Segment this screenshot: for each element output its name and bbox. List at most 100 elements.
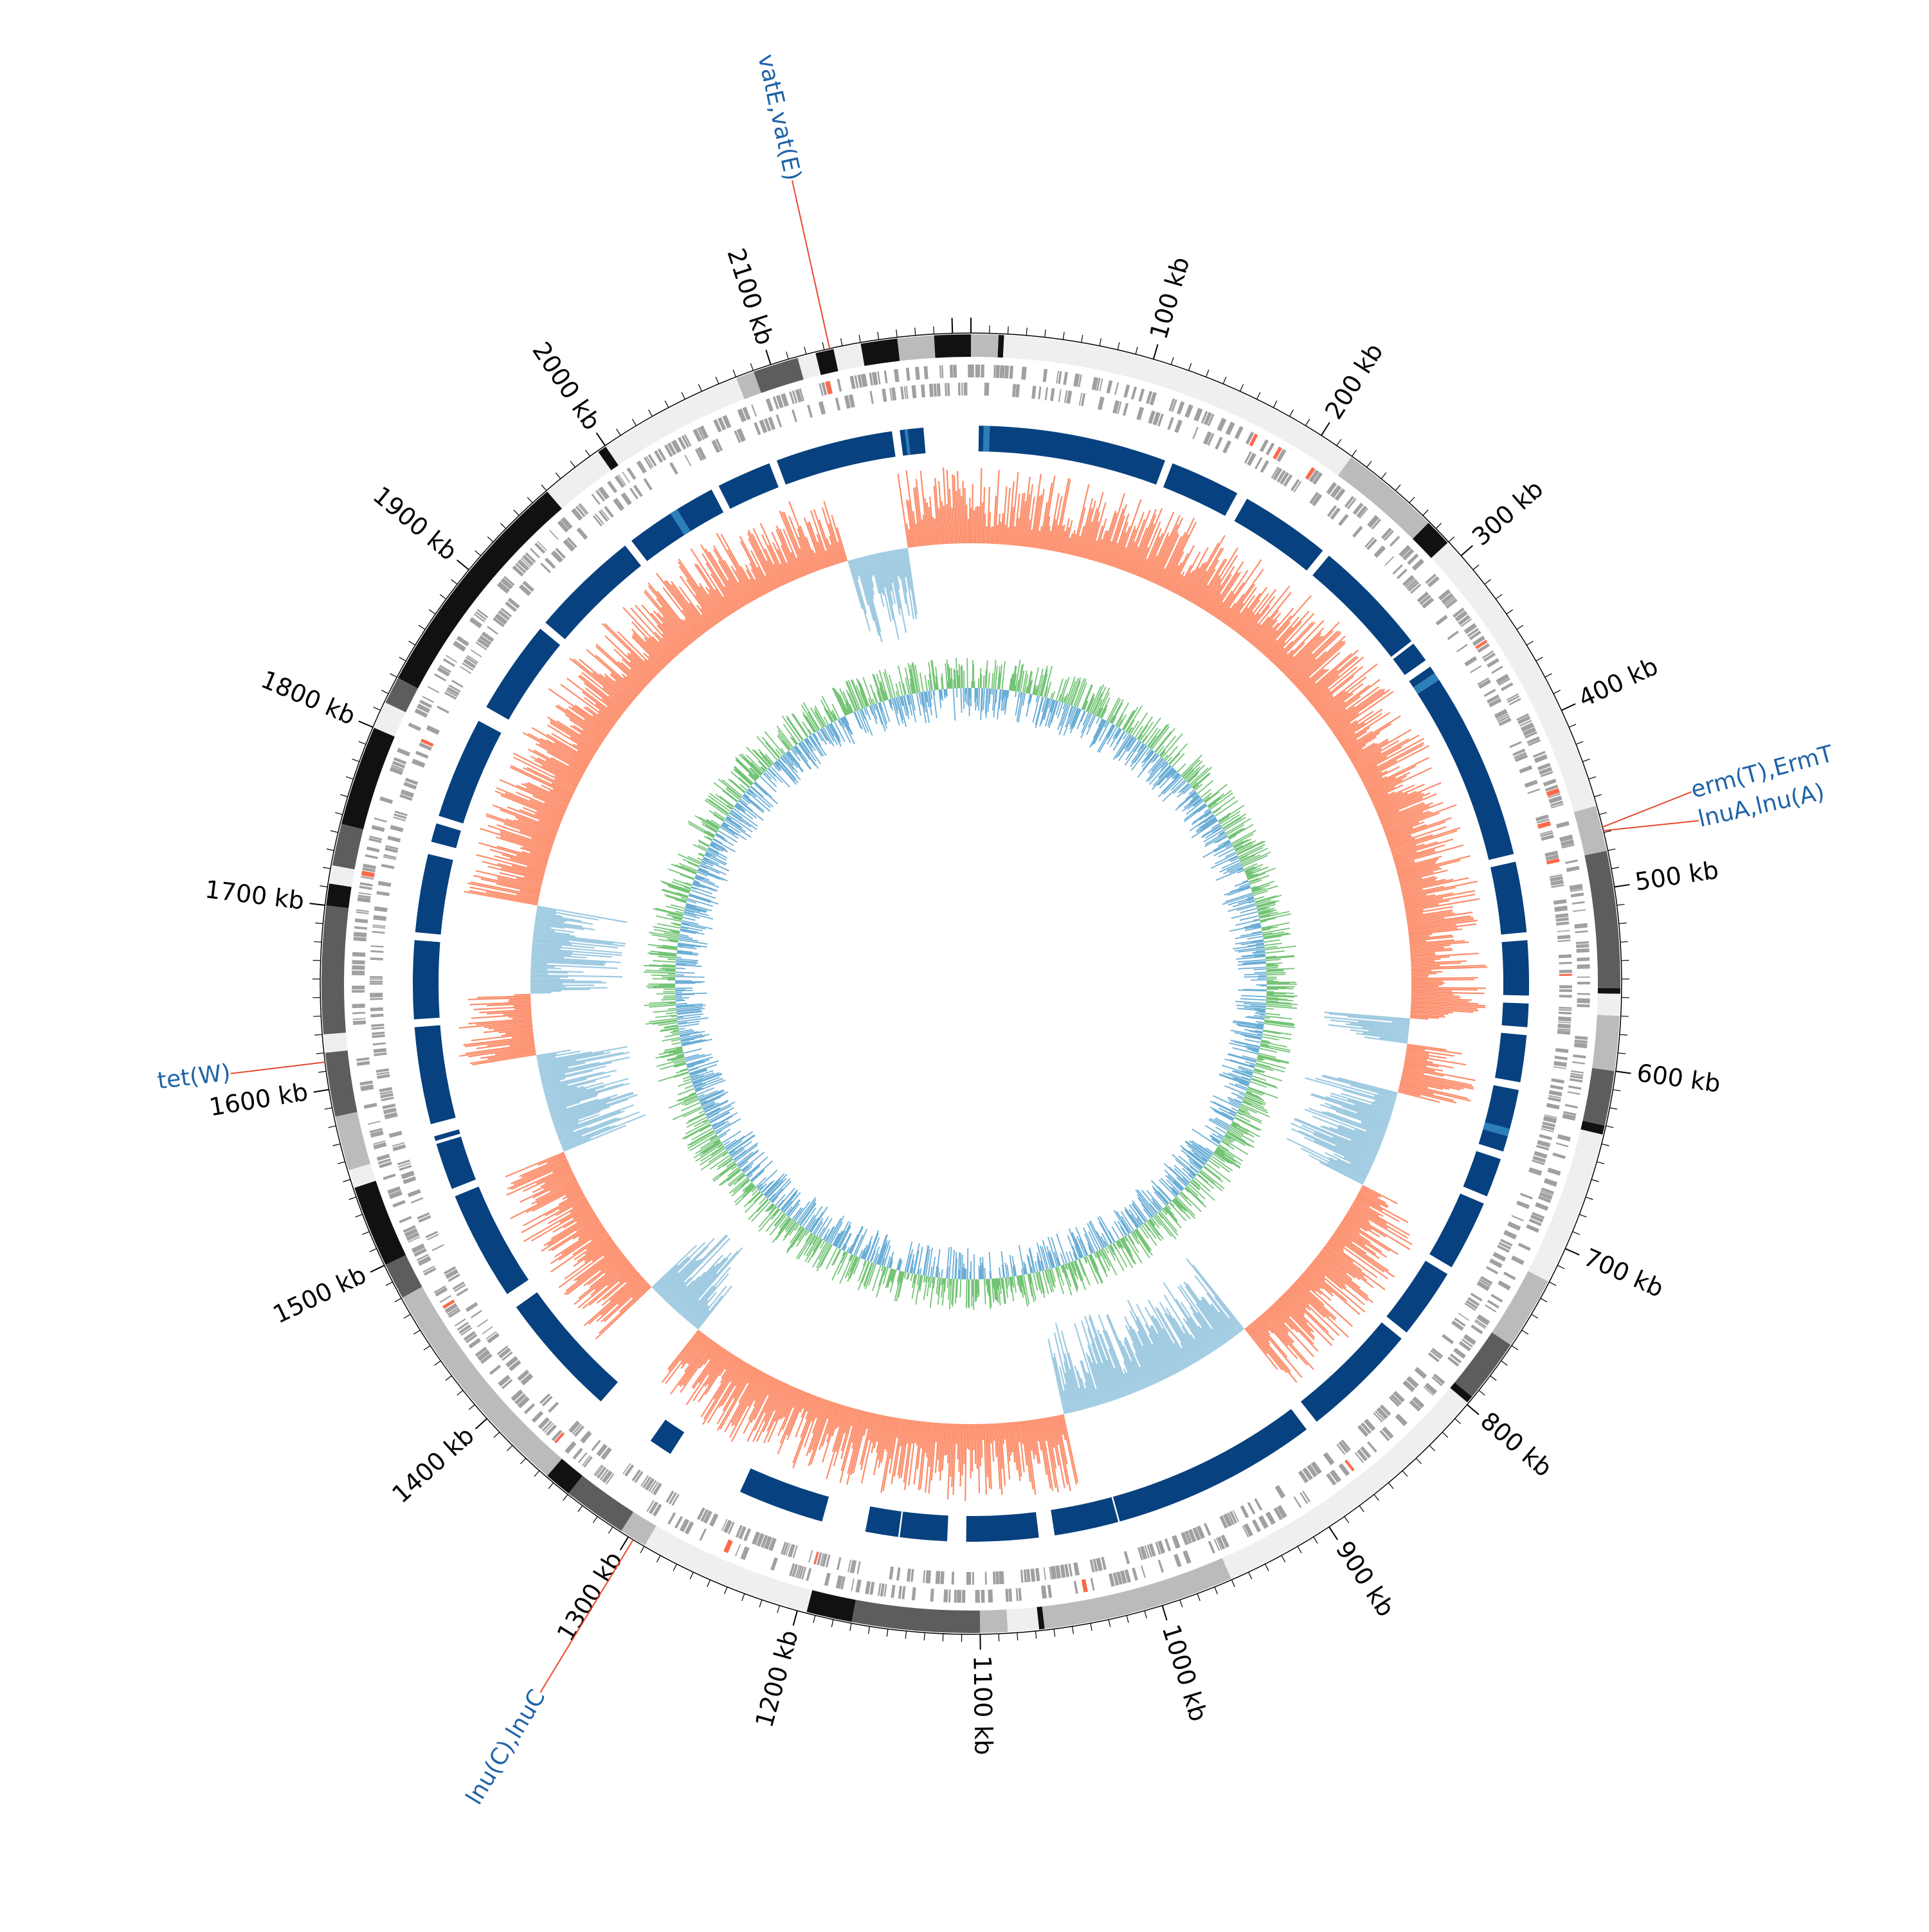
minor-tick <box>534 1470 539 1476</box>
minor-tick <box>804 347 806 354</box>
minor-tick <box>585 450 590 456</box>
minor-tick <box>1036 1631 1037 1639</box>
minor-tick <box>742 1594 745 1601</box>
minor-tick <box>1553 691 1561 694</box>
minor-tick <box>1215 1587 1217 1594</box>
minor-tick <box>399 657 406 661</box>
contig-block <box>1598 988 1620 994</box>
blast-hit <box>431 824 461 849</box>
gene-annotation-label: vatE,vat(E) <box>752 51 806 183</box>
minor-tick <box>1620 942 1628 943</box>
major-tick <box>1329 1527 1337 1540</box>
minor-tick <box>494 1432 500 1438</box>
blast-hit <box>1479 1085 1519 1151</box>
major-tick <box>1461 546 1472 556</box>
minor-tick <box>446 1376 452 1380</box>
minor-tick <box>386 1282 393 1286</box>
minor-tick <box>1290 410 1294 416</box>
contig-block <box>806 1590 855 1622</box>
scale-label: 800 kb <box>1475 1406 1557 1482</box>
minor-tick <box>451 579 457 584</box>
minor-tick <box>905 1631 906 1639</box>
scale-label: 700 kb <box>1580 1243 1668 1303</box>
minor-tick <box>1197 1594 1200 1601</box>
minor-tick <box>1367 461 1372 467</box>
minor-tick <box>665 401 669 408</box>
contig-block <box>754 358 804 393</box>
minor-tick <box>1512 1346 1518 1350</box>
gene-annotation-label: tet(W) <box>156 1060 232 1094</box>
minor-tick <box>725 1587 727 1594</box>
contig-block <box>1454 1332 1510 1396</box>
minor-tick <box>608 1527 613 1533</box>
major-tick <box>314 1090 329 1092</box>
minor-tick <box>1423 510 1428 516</box>
minor-tick <box>520 1458 525 1464</box>
minor-tick <box>1374 1494 1379 1500</box>
annotation-leader <box>1604 821 1699 831</box>
scale-label: 1000 kb <box>1157 1621 1213 1725</box>
minor-tick <box>1490 1376 1497 1380</box>
minor-tick <box>1345 1517 1349 1523</box>
minor-tick <box>1549 1282 1556 1286</box>
minor-tick <box>1045 330 1046 338</box>
annotation-leader <box>792 181 829 349</box>
blast-hit <box>415 1025 456 1124</box>
minor-tick <box>1281 1555 1285 1562</box>
minor-tick <box>333 1144 341 1146</box>
minor-tick <box>1337 439 1341 446</box>
blast-hit <box>1235 499 1323 571</box>
minor-tick <box>1305 419 1309 426</box>
contig-block <box>1431 543 1596 812</box>
minor-tick <box>924 1632 925 1640</box>
minor-tick <box>1526 641 1533 645</box>
minor-tick <box>673 1564 676 1571</box>
minor-tick <box>1455 1418 1461 1423</box>
minor-tick <box>640 1546 644 1553</box>
minor-tick <box>1429 1445 1435 1451</box>
major-tick <box>310 903 325 905</box>
minor-tick <box>1609 1108 1617 1109</box>
minor-tick <box>707 1580 711 1587</box>
minor-tick <box>716 377 719 384</box>
major-tick <box>1321 422 1330 435</box>
minor-tick <box>1109 1620 1110 1627</box>
contig-block <box>568 1476 633 1531</box>
blast-hit <box>1501 1002 1528 1027</box>
minor-tick <box>750 363 753 370</box>
gc-skew-trace <box>644 658 1298 1310</box>
minor-tick <box>527 497 532 503</box>
minor-tick <box>356 1214 363 1217</box>
major-tick <box>1561 704 1575 710</box>
minor-tick <box>915 328 916 336</box>
minor-tick <box>469 1405 475 1410</box>
scale-label: 200 kb <box>1319 338 1388 424</box>
minor-tick <box>1473 565 1479 570</box>
major-tick <box>1615 885 1630 887</box>
minor-tick <box>1579 1214 1586 1217</box>
blast-hit <box>1495 1033 1526 1082</box>
minor-tick <box>1388 1483 1393 1488</box>
major-tick <box>597 433 605 446</box>
minor-tick <box>1606 1126 1614 1128</box>
minor-tick <box>1100 338 1101 346</box>
minor-tick <box>1026 328 1027 336</box>
minor-tick <box>331 831 338 833</box>
blast-hit <box>486 629 560 720</box>
contig-block <box>934 334 971 358</box>
blast-ring <box>413 426 1529 1542</box>
gene-annotations: vatE,vat(E)erm(T),ErmTlnuA,lnu(A)lnu(C),… <box>156 51 1837 1809</box>
contig-block <box>325 1051 358 1117</box>
major-tick <box>370 1265 385 1272</box>
blast-hit <box>1463 1151 1501 1196</box>
minor-tick <box>649 410 653 416</box>
minor-tick <box>343 1180 350 1182</box>
minor-tick <box>1594 795 1601 797</box>
minor-tick <box>1582 759 1589 762</box>
minor-tick <box>1082 335 1083 343</box>
scale-label: 900 kb <box>1330 1536 1400 1621</box>
blast-hit <box>413 940 440 1019</box>
contig-block <box>1574 806 1607 856</box>
minor-tick <box>570 461 575 467</box>
minor-tick <box>1073 1627 1074 1634</box>
